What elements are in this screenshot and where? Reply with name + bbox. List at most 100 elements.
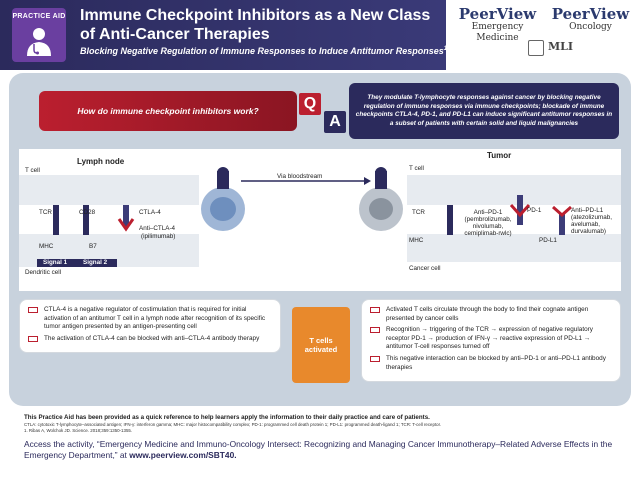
title-line-1: Immune Checkpoint Inhibitors as a New Cl…: [80, 7, 431, 24]
ipilimumab-label: (ipilimumab): [141, 233, 176, 240]
anti-ctla4-label: Anti–CTLA-4: [139, 225, 176, 232]
answer-badge: A: [324, 111, 346, 133]
tumor-tcell-band: [407, 175, 621, 205]
logo-brand: PeerView: [551, 5, 630, 23]
title-line-2: of Anti-Cancer Therapies: [80, 26, 270, 43]
bullet-text: The activation of CTLA-4 can be blocked …: [44, 334, 260, 342]
b7-label: B7: [89, 243, 97, 250]
pd1-label: PD-1: [527, 207, 542, 214]
subtitle-citation: 1: [443, 46, 448, 52]
tcells-label-line1: T cells: [309, 336, 333, 345]
mhc-left-label: MHC: [39, 243, 54, 250]
signal2-label: Signal 2: [83, 259, 108, 266]
footer-reference: 1. Ribas A, Wolchok JD. Science. 2018;35…: [24, 427, 133, 433]
cd28-shape: [83, 205, 89, 235]
main-panel: How do immune checkpoint inhibitors work…: [9, 73, 631, 406]
tumor-label: Tumor: [487, 151, 512, 160]
question-box: How do immune checkpoint inhibitors work…: [39, 91, 297, 131]
pdl1-label: PD-L1: [539, 237, 557, 244]
anti-pd1-drug: nivolumab,: [472, 223, 504, 230]
bloodstream-label: Via bloodstream: [277, 173, 323, 180]
tcr-left-label: TCR: [39, 209, 52, 216]
anti-ctla4-antibody: [117, 218, 135, 232]
access-text: Access the activity, “Emergency Medicine…: [24, 439, 613, 461]
page-title: Immune Checkpoint Inhibitors as a New Cl…: [80, 6, 440, 44]
footer-note: This Practice Aid has been provided as a…: [24, 414, 430, 421]
tcr-right-shape: [447, 205, 453, 235]
anti-pdl1-antibody: [552, 205, 572, 218]
mechanism-diagram: Lymph node Tumor T cell T cell Dendritic…: [19, 149, 621, 291]
access-period: .: [234, 450, 237, 461]
practice-aid-label: PRACTICE AID: [12, 13, 66, 20]
logo-brand: PeerView: [458, 5, 537, 23]
bullet-text: Activated T cells circulate through the …: [386, 306, 589, 322]
tumor-explanation: Activated T cells circulate through the …: [361, 299, 621, 383]
mli-logo-text: MLI: [548, 40, 574, 53]
anti-pd1-drug: (pembrolizumab,: [464, 216, 512, 223]
page-subtitle: Blocking Negative Regulation of Immune R…: [80, 46, 450, 56]
list-item: Activated T cells circulate through the …: [370, 306, 612, 323]
mli-logo: MLI: [528, 38, 588, 62]
bloodstream-arrowhead: [364, 177, 371, 185]
tcr-right-label: TCR: [412, 209, 425, 216]
ctla4-shape: [123, 205, 129, 227]
anti-pd1-antibody: [509, 203, 531, 218]
bullet-text: This negative interaction can be blocked…: [386, 354, 606, 371]
peerview-oncology-logo[interactable]: PeerView Oncology: [548, 6, 633, 33]
title-banner: PRACTICE AID Immune Checkpoint Inhibitor…: [0, 0, 447, 70]
lymph-tcell-band: [19, 175, 199, 205]
question-answer-row: How do immune checkpoint inhibitors work…: [19, 83, 621, 139]
logo-sub: Oncology: [569, 22, 612, 32]
bullet-text: CTLA-4 is a negative regulator of costim…: [44, 306, 266, 331]
pd1-shape: [517, 195, 523, 225]
logo-sub: Emergency Medicine: [471, 22, 524, 43]
anti-pd1-title: Anti–PD-1: [473, 209, 503, 216]
pdl1-shape: [559, 213, 565, 235]
footer-abbreviations: CTLA: cytotoxic T-lymphocyte–associated …: [24, 422, 442, 427]
mechanism-illustration: [19, 167, 621, 267]
anti-pdl1-title: Anti–PD-L1: [571, 207, 604, 214]
tcell-left-label: T cell: [25, 167, 40, 174]
checkbox-bullet-icon: [28, 307, 38, 313]
signal-bar: [37, 259, 117, 267]
footer-access: Access the activity, “Emergency Medicine…: [24, 439, 614, 461]
question-badge: Q: [299, 93, 321, 115]
header: PRACTICE AID Immune Checkpoint Inhibitor…: [0, 0, 638, 78]
bullet-text: Recognition → triggering of the TCR → ex…: [386, 326, 593, 351]
anti-pd1-drug: cemiplimab-rwlc): [464, 230, 512, 237]
anti-pdl1-drug: avelumab,: [571, 221, 601, 228]
lymph-node-label: Lymph node: [77, 157, 125, 166]
list-item: The activation of CTLA-4 can be blocked …: [28, 335, 272, 344]
access-link[interactable]: www.peerview.com/SBT40: [129, 450, 235, 461]
mli-logo-icon: [528, 40, 544, 56]
answer-box: They modulate T-lymphocyte responses aga…: [349, 83, 619, 139]
checkbox-bullet-icon: [28, 335, 38, 342]
anti-pdl1-drug: durvalumab): [571, 228, 606, 235]
list-item: Recognition → triggering of the TCR → ex…: [370, 326, 612, 352]
cd28-label: CD28: [79, 209, 96, 216]
signal1-label: Signal 1: [43, 259, 68, 266]
checkbox-bullet-icon: [370, 355, 380, 362]
peerview-emergency-logo[interactable]: PeerView Emergency Medicine: [455, 6, 540, 44]
anti-pd1-label: Anti–PD-1 (pembrolizumab, nivolumab, cem…: [459, 209, 517, 237]
tumor-cancer-band: [407, 234, 621, 262]
practice-aid-badge: PRACTICE AID: [12, 8, 66, 62]
anti-pdl1-drug: (atezolizumab,: [571, 214, 612, 221]
list-item: This negative interaction can be blocked…: [370, 355, 612, 372]
subtitle-text: Blocking Negative Regulation of Immune R…: [80, 46, 444, 56]
ctla4-label: CTLA-4: [139, 209, 161, 216]
dendritic-cell-label: Dendritic cell: [25, 269, 62, 276]
checkbox-bullet-icon: [370, 307, 380, 313]
tcell-right-label: T cell: [409, 165, 424, 172]
cancer-cell-label: Cancer cell: [409, 265, 441, 272]
doctor-icon: [27, 28, 51, 56]
mhc-right-label: MHC: [409, 237, 424, 244]
checkbox-bullet-icon: [370, 327, 380, 334]
list-item: CTLA-4 is a negative regulator of costim…: [28, 306, 272, 332]
anti-pdl1-label: Anti–PD-L1 (atezolizumab, avelumab, durv…: [571, 207, 612, 235]
lymph-node-explanation: CTLA-4 is a negative regulator of costim…: [19, 299, 281, 354]
tcells-label-line2: activated: [304, 345, 338, 354]
tcells-activated-arrow: T cells activated: [292, 307, 350, 383]
footer: This Practice Aid has been provided as a…: [0, 410, 638, 477]
explanation-row: CTLA-4 is a negative regulator of costim…: [19, 299, 621, 399]
